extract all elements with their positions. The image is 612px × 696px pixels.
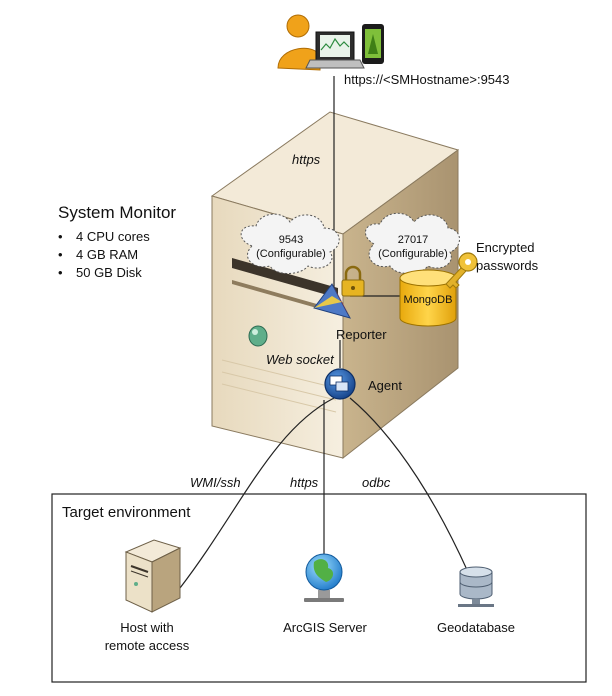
system-monitor-specs: •4 CPU cores •4 GB RAM •50 GB Disk [58, 228, 150, 282]
host-label-line2: remote access [104, 638, 190, 653]
laptop-icon [305, 31, 365, 69]
target-environment-box [51, 493, 587, 683]
spec-item: •50 GB Disk [58, 265, 142, 280]
reporter-label: Reporter [336, 327, 387, 342]
system-monitor-title: System Monitor [58, 203, 177, 222]
smartphone-icon [362, 24, 384, 64]
encrypted-passwords-label-line2: passwords [476, 258, 539, 273]
arcgis-server-label: ArcGIS Server [283, 620, 367, 635]
mongodb-database-icon [399, 269, 457, 327]
mongodb-label: MongoDB [403, 294, 453, 306]
reporter-port-label: 9543 [278, 234, 304, 246]
target-environment-title: Target environment [62, 504, 191, 521]
reporter-port-cloud [240, 213, 340, 274]
https-client-protocol-label: https [292, 152, 321, 167]
url-label: https://<SMHostname>:9543 [344, 72, 510, 87]
host-label-line1: Host with [120, 620, 174, 635]
odbc-protocol-label: odbc [362, 475, 391, 490]
mongodb-port-label: 27017 [397, 234, 429, 246]
geodatabase-label: Geodatabase [436, 620, 516, 635]
geodatabase-icon [458, 566, 494, 607]
mongodb-port-cloud [365, 212, 460, 274]
agent-to-host-line [179, 397, 335, 589]
wmi-ssh-protocol-label: WMI/ssh [190, 475, 241, 490]
agent-label: Agent [368, 378, 402, 393]
spec-item: •4 CPU cores [58, 229, 150, 244]
key-icon [445, 252, 478, 289]
host-server-icon [124, 539, 182, 613]
agent-icon [324, 368, 356, 400]
arcgis-globe-icon [304, 553, 344, 602]
web-socket-protocol-label: Web socket [266, 352, 334, 367]
reporter-icon [313, 283, 351, 319]
spec-item: •4 GB RAM [58, 247, 139, 262]
agent-to-geodatabase-line [349, 397, 469, 573]
padlock-icon [341, 265, 365, 297]
reporter-port-note: (Configurable) [256, 248, 326, 260]
encrypted-passwords-label-line1: Encrypted [476, 240, 535, 255]
connection-lines [179, 76, 469, 589]
power-led-icon [248, 325, 268, 347]
mongodb-port-note: (Configurable) [378, 248, 448, 260]
https-arcgis-protocol-label: https [290, 475, 319, 490]
